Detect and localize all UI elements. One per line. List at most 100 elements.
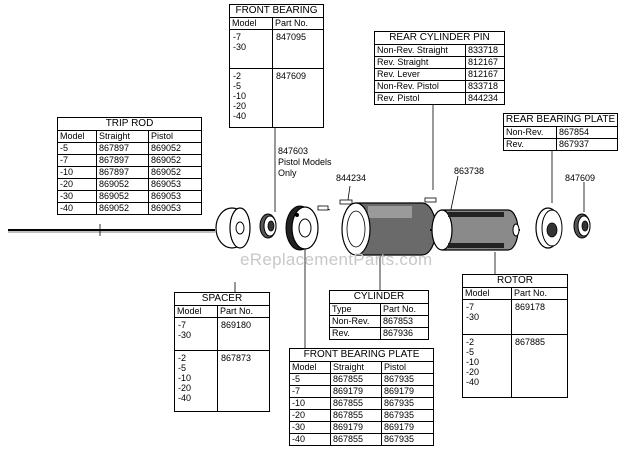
table-cell: 867855 (330, 434, 381, 445)
model-value: -10 (178, 373, 192, 383)
cylinder-table: CYLINDER Type Part No. Non-Rev.867853 Re… (329, 290, 429, 340)
pistol-note-line2: Only (278, 168, 297, 178)
rear-bearing-plate-part (535, 207, 563, 249)
part-value: 847609 (272, 69, 321, 127)
rotor-title: ROTOR (463, 275, 567, 288)
table-cell: 867855 (330, 374, 381, 385)
model-value: -30 (233, 42, 247, 52)
trip-rod-header-pistol: Pistol (148, 131, 199, 142)
table-cell: -7 (292, 386, 301, 396)
table-cell: 869179 (330, 386, 381, 397)
model-value: -5 (466, 347, 475, 357)
table-row: Non-Rev.867853 (330, 316, 428, 328)
table-cell: 869052 (148, 167, 199, 178)
table-row: Non-Rev.867854 (504, 127, 617, 139)
rotor-pin-part-label: 863738 (454, 166, 485, 176)
table-cell: 867897 (96, 155, 148, 166)
table-cell: Rev. Lever (377, 69, 420, 79)
table-cell: Rev. (506, 139, 524, 149)
table-cell: Rev. Pistol (377, 93, 420, 103)
table-cell: Non-Rev. (506, 127, 544, 137)
model-value: -40 (233, 111, 247, 121)
front-bearing-title: FRONT BEARING (230, 5, 323, 18)
trip-rod-title: TRIP ROD (58, 118, 201, 131)
table-cell: -7 -30 (230, 30, 272, 68)
pistol-note-line1: Pistol Models (278, 157, 332, 167)
table-cell: 869053 (148, 203, 199, 214)
table-cell: 867937 (556, 139, 615, 150)
table-cell: 869053 (148, 191, 199, 202)
table-cell: Rev. Straight (377, 57, 429, 67)
model-value: -20 (178, 383, 192, 393)
table-cell: -20 (292, 410, 306, 420)
model-value: -2 (466, 337, 475, 347)
front-bearing-plate-part (285, 205, 319, 251)
rotor-header-model: Model (465, 288, 490, 298)
pin-parts (317, 197, 437, 211)
table-cell: 867855 (330, 410, 381, 421)
table-cell: -20 (60, 179, 74, 189)
model-value: -10 (233, 91, 247, 101)
table-cell: Non-Rev. Straight (377, 45, 448, 55)
front-bearing-plate-header-pistol: Pistol (381, 362, 431, 373)
table-cell: 867935 (381, 434, 431, 445)
table-cell: 869179 (381, 386, 431, 397)
table-cell: 867935 (381, 374, 431, 385)
table-cell: -5 (292, 374, 301, 384)
rotor-group-1: -7 -30 869178 (463, 300, 567, 334)
table-cell: 869052 (96, 203, 148, 214)
model-value: -40 (178, 393, 192, 403)
table-cell: 867855 (330, 398, 381, 409)
model-value: -20 (233, 101, 247, 111)
front-bearing-plate-header-straight: Straight (330, 362, 381, 373)
rotor-header-part: Part No. (511, 288, 565, 299)
table-cell: 867935 (381, 398, 431, 409)
trip-rod-part (8, 229, 215, 233)
front-bearing-group-2: -2 -5 -10 -20 -40 847609 (230, 68, 323, 127)
model-value: -5 (178, 363, 187, 373)
table-cell: 869052 (96, 191, 148, 202)
cylinder-part (341, 202, 437, 256)
table-cell: -5 (60, 143, 69, 153)
table-cell: -7 -30 (463, 300, 511, 334)
pistol-note-part-label: 847603 (278, 146, 309, 156)
rear-bearing-plate-title: REAR BEARING PLATE (504, 114, 617, 127)
model-value: -20 (466, 367, 480, 377)
spacer-part (215, 207, 251, 249)
table-cell: 869179 (381, 422, 431, 433)
model-value: -7 (233, 32, 242, 42)
table-cell: -2 -5 -10 -20 -40 (463, 335, 511, 397)
part-value: 869180 (217, 318, 267, 350)
front-bearing-header-model: Model (232, 18, 257, 28)
trip-rod-header-model: Model (60, 131, 85, 141)
part-value: 867885 (511, 335, 565, 397)
table-cell: -10 (60, 167, 74, 177)
spacer-title: SPACER (175, 293, 269, 306)
table-cell: -40 (292, 434, 306, 444)
table-cell: 869052 (96, 179, 148, 190)
model-value: -10 (466, 357, 480, 367)
model-value: -2 (178, 353, 187, 363)
table-cell: 869179 (330, 422, 381, 433)
rotor-table: ROTOR Model Part No. -7 -30 869178 -2 -5… (462, 274, 568, 398)
table-cell: 867936 (380, 328, 426, 339)
table-cell: Rev. (332, 328, 350, 338)
front-bearing-group-1: -7 -30 847095 (230, 30, 323, 68)
rotor-part (430, 209, 520, 251)
table-cell: 867853 (380, 316, 426, 327)
cylinder-title: CYLINDER (330, 291, 428, 304)
front-bearing-header-part: Part No. (272, 18, 321, 29)
front-bearing-plate-title: FRONT BEARING PLATE (290, 349, 433, 362)
part-value: 847095 (272, 30, 321, 68)
table-cell: -7 -30 (175, 318, 217, 350)
